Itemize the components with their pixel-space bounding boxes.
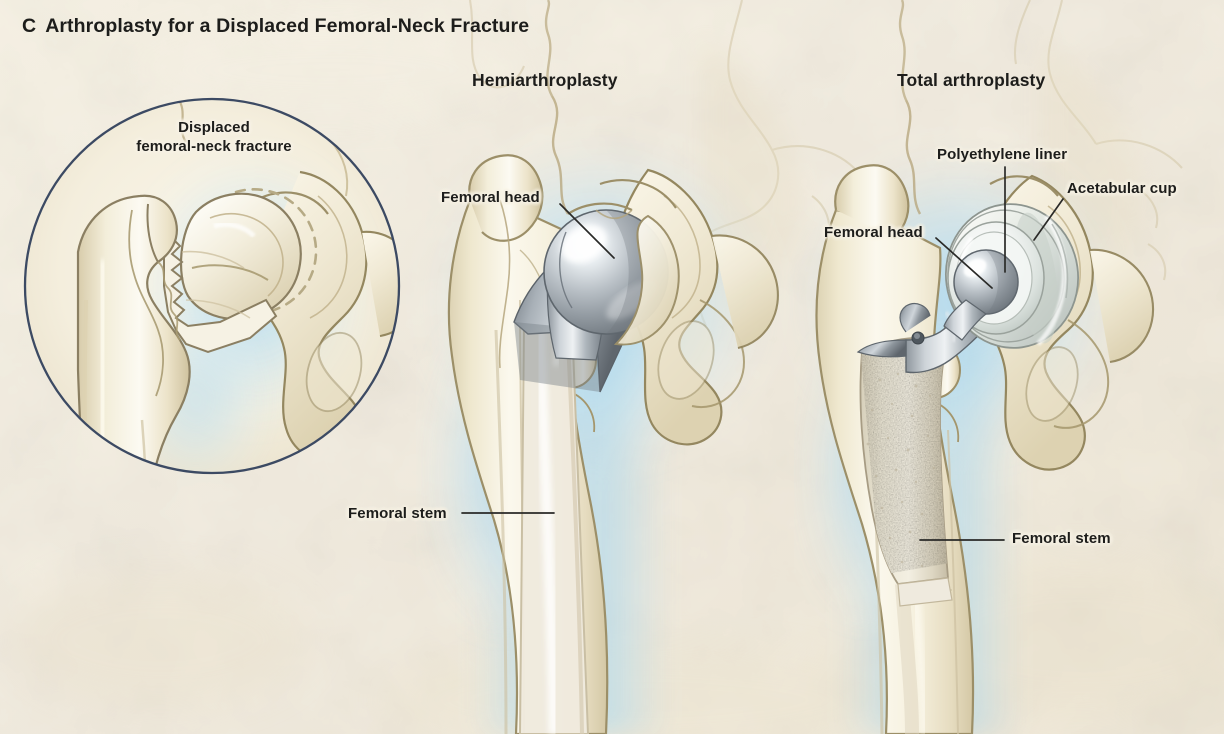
hemiarthroplasty-illustration xyxy=(430,0,779,734)
total-arthroplasty-illustration xyxy=(800,0,1155,734)
hemi-bipolar-shell xyxy=(567,202,680,346)
panel-heading-total-arthroplasty: Total arthroplasty xyxy=(897,70,1046,90)
label-hemi-femoral-head: Femoral head xyxy=(441,189,540,206)
label-total-femoral-head: Femoral head xyxy=(824,224,923,241)
label-polyethylene-liner: Polyethylene liner xyxy=(937,146,1068,163)
label-hemi-femoral-stem: Femoral stem xyxy=(348,505,447,522)
figure-title: C Arthroplasty for a Displaced Femoral-Ne… xyxy=(22,15,529,38)
inset-caption-line1: Displaced xyxy=(178,119,250,136)
panel-heading-hemiarthroplasty: Hemiarthroplasty xyxy=(472,70,618,90)
leader-lines xyxy=(461,166,1064,541)
label-total-femoral-stem: Femoral stem xyxy=(1012,530,1111,547)
page-title: Arthroplasty for a Displaced Femoral-Nec… xyxy=(45,15,530,37)
panel-letter: C xyxy=(22,15,37,37)
inset-caption-line2: femoral-neck fracture xyxy=(136,138,292,156)
inset-ring xyxy=(23,97,401,475)
leader-acetabular-cup xyxy=(1033,198,1064,241)
leader-hemi-femoral-head xyxy=(559,203,615,259)
hemi-femoral-stem xyxy=(518,330,590,734)
displaced-femoral-head xyxy=(179,192,302,321)
fracture-line xyxy=(163,236,278,354)
inset-caption: Displaced femoral-neck fracture xyxy=(116,118,312,156)
original-head-position-arc xyxy=(232,188,318,315)
label-acetabular-cup: Acetabular cup xyxy=(1067,180,1177,197)
leader-total-femoral-head xyxy=(935,237,993,289)
